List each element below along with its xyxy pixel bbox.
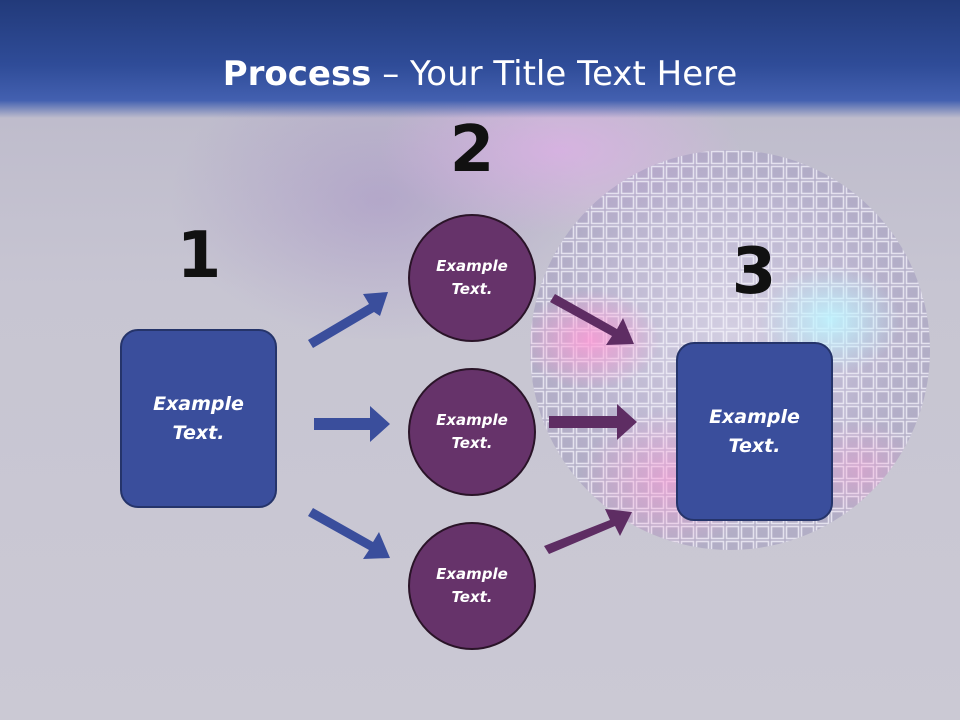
node-step-2-middle: Example Text. xyxy=(408,368,536,496)
node-step-2-top: Example Text. xyxy=(408,214,536,342)
arrow-bottom-to-3 xyxy=(544,509,632,554)
slide-title: Process – Your Title Text Here xyxy=(0,52,960,96)
step-number-2: 2 xyxy=(449,113,495,187)
arrow-top-to-3 xyxy=(550,294,634,345)
arrow-middle-to-3 xyxy=(549,404,637,440)
step-number-1: 1 xyxy=(176,219,222,293)
node-step-2-bottom: Example Text. xyxy=(408,522,536,650)
node-step-1: Example Text. xyxy=(120,329,277,508)
title-rest: – Your Title Text Here xyxy=(371,54,738,94)
step-number-3: 3 xyxy=(731,235,777,309)
title-bold: Process xyxy=(222,54,372,94)
arrow-1-to-top xyxy=(308,292,388,348)
arrow-1-to-middle xyxy=(314,406,390,442)
node-step-3: Example Text. xyxy=(676,342,833,521)
title-bar xyxy=(0,0,960,118)
arrow-1-to-bottom xyxy=(308,508,390,559)
